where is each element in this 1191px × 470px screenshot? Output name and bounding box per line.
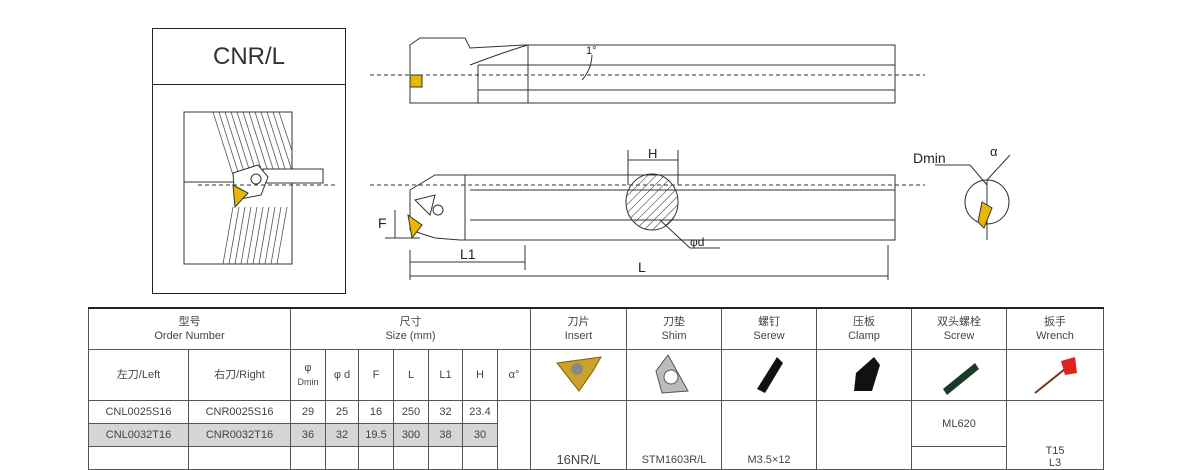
cell-shim: STM1603R/L <box>626 400 722 470</box>
cell-L1: 32 <box>428 400 463 424</box>
tool-title-box: CNR/L <box>152 28 346 294</box>
phid-label: φd <box>690 235 704 249</box>
cell-F: 16 <box>358 400 394 424</box>
cell-right: CNR0025S16 <box>188 400 291 424</box>
clamp-image <box>816 349 912 401</box>
cell-d: 25 <box>325 400 359 424</box>
double-screw-image <box>911 349 1007 401</box>
screw-image <box>721 349 817 401</box>
cell-L: 300 <box>393 423 429 447</box>
cell-d: 32 <box>325 423 359 447</box>
alpha-header: α° <box>497 349 531 401</box>
cell-screw: M3.5×12 <box>721 400 817 470</box>
L1-label: L1 <box>460 246 476 262</box>
F-header: F <box>358 349 394 401</box>
cell-F: 19.5 <box>358 423 394 447</box>
shim-image <box>626 349 722 401</box>
cell-double-screw: ML620 <box>911 400 1007 447</box>
H-header: H <box>462 349 498 401</box>
left-header: 左刀/Left <box>88 349 189 401</box>
cell-H: 30 <box>462 423 498 447</box>
cell-clamp <box>816 400 912 470</box>
technical-drawing: 1° H Dmin α F L1 L φd <box>370 37 1011 280</box>
L-label: L <box>638 259 646 275</box>
F-label: F <box>378 215 387 231</box>
cell-right: CNR0032T16 <box>188 423 291 447</box>
cell-H: 23.4 <box>462 400 498 424</box>
H-label: H <box>648 146 657 161</box>
alpha-label: α <box>990 144 998 159</box>
Dmin-label: Dmin <box>913 150 946 166</box>
L1-header: L1 <box>428 349 463 401</box>
d-header: φ d <box>325 349 359 401</box>
wrench-image <box>1006 349 1104 401</box>
L-header: L <box>393 349 429 401</box>
cell-left: CNL0025S16 <box>88 400 189 424</box>
angle-label: 1° <box>586 45 597 57</box>
cell-L: 250 <box>393 400 429 424</box>
cell-dmin: 36 <box>290 423 326 447</box>
cell-dmin: 29 <box>290 400 326 424</box>
cell-left: CNL0032T16 <box>88 423 189 447</box>
insert-image <box>530 349 627 401</box>
cell-alpha <box>497 400 531 470</box>
cell-L1: 38 <box>428 423 463 447</box>
tool-title: CNR/L <box>153 29 345 85</box>
cell-insert: 16NR/L <box>530 400 627 470</box>
right-header: 右刀/Right <box>188 349 291 401</box>
tool-illustration <box>183 111 338 265</box>
